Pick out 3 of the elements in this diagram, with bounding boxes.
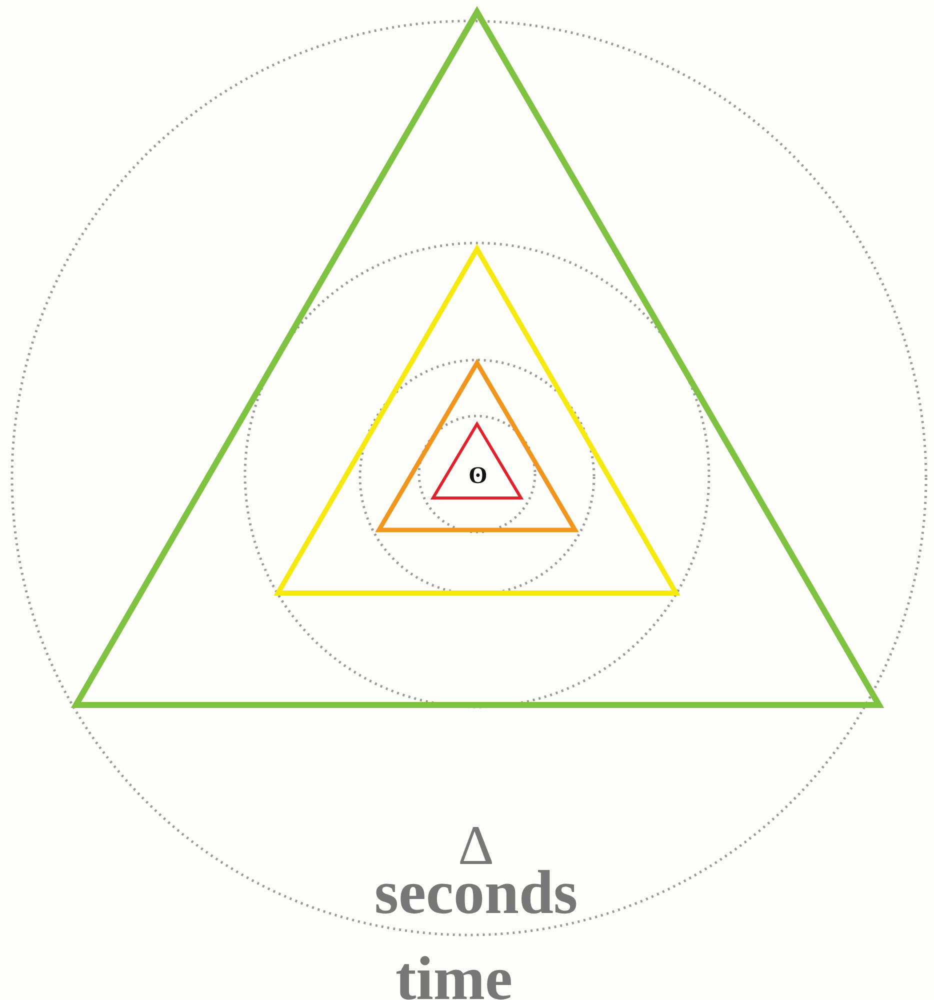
center-symbol: ʘ [468, 464, 488, 488]
axis-label: time [395, 948, 513, 1000]
delta-symbol: Δ [458, 818, 494, 874]
